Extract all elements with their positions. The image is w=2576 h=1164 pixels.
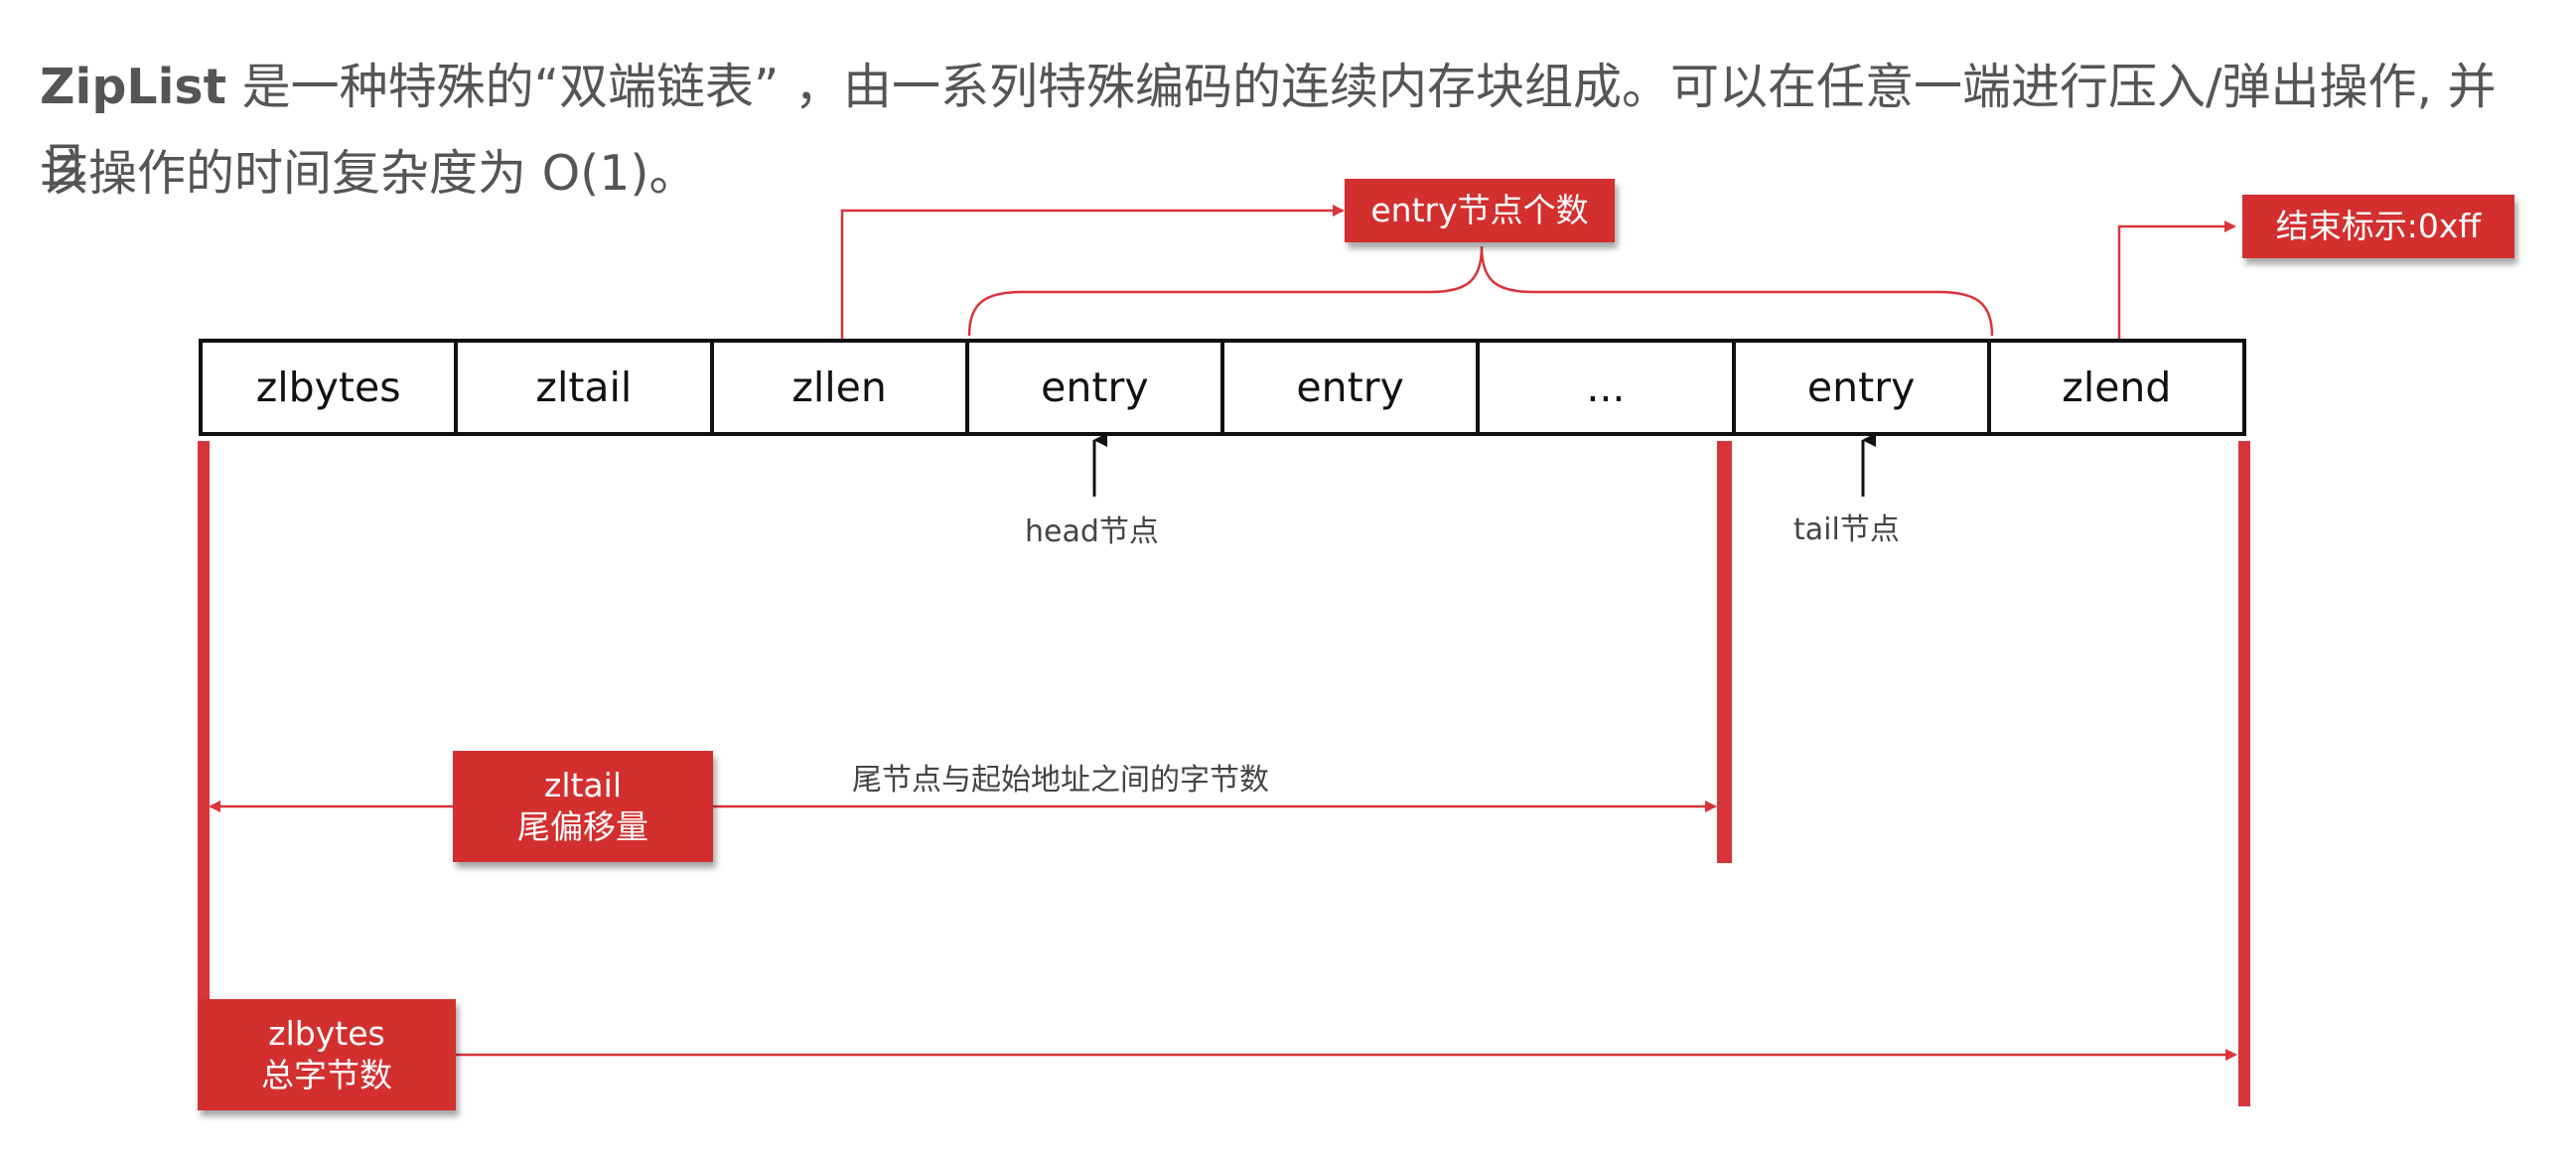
cell-entry: entry (1224, 343, 1481, 432)
entries-brace (967, 245, 1994, 337)
zltail-box: zltail 尾偏移量 (453, 751, 713, 862)
zltail-box-line2: 尾偏移量 (517, 807, 648, 846)
end-marker (2238, 441, 2250, 1106)
cell-zltail: zltail (458, 343, 714, 432)
tail-label: tail节点 (1793, 512, 1900, 547)
zlbytes-box-line1: zlbytes (268, 1014, 385, 1053)
end-marker-text: 结束标示:0xff (2275, 207, 2482, 245)
zlbytes-box-line2: 总字节数 (261, 1056, 392, 1094)
tail-marker (1717, 441, 1732, 863)
intro-line-1: ZipList 是一种特殊的“双端链表” ，由一系列特殊编码的连续内存块组成。可… (40, 48, 2542, 207)
zllen-to-count-arrow (840, 205, 1345, 339)
intro-line-2: 该操作的时间复杂度为 O(1)。 (40, 145, 698, 202)
entry-count-text: entry节点个数 (1370, 191, 1589, 229)
cell-ellipsis: ... (1480, 343, 1736, 432)
cell-zllen: zllen (714, 343, 969, 432)
cell-zlbytes: zlbytes (203, 343, 459, 432)
zlbytes-box: zlbytes 总字节数 (198, 999, 456, 1110)
intro-line-1-text: 是一种特殊的“双端链表” ，由一系列特殊编码的连续内存块组成。可以在任意一端进行… (40, 59, 2497, 195)
zltail-box-line1: zltail (544, 766, 622, 804)
tail-offset-desc: 尾节点与起始地址之间的字节数 (852, 763, 1269, 798)
ziplist-cells: zlbytes zltail zllen entry entry ... ent… (199, 339, 2246, 436)
zlend-to-marker-arrow (2117, 220, 2236, 339)
ziplist-keyword: ZipList (40, 59, 227, 115)
cell-entry-tail: entry (1736, 343, 1991, 432)
end-marker-box: 结束标示:0xff (2242, 195, 2514, 258)
cell-zlend: zlend (2062, 364, 2172, 411)
entry-count-box: entry节点个数 (1345, 179, 1615, 242)
cell-entry-head: entry (969, 343, 1224, 432)
head-label: head节点 (1025, 514, 1159, 549)
